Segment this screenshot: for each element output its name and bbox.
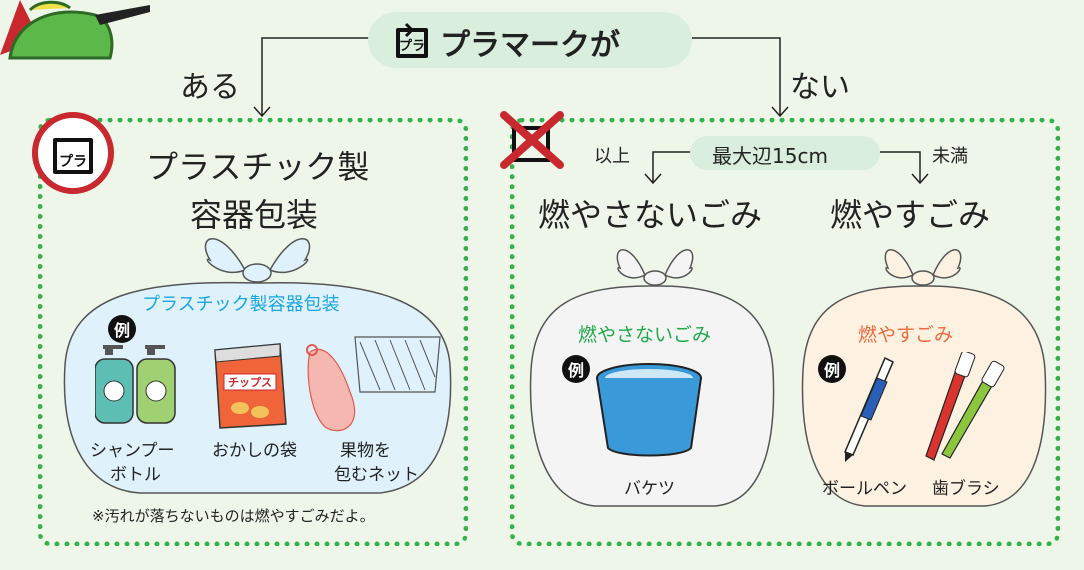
burn-bag-label: 燃やすごみ [858, 324, 954, 346]
example-mark-noburn: 例 [562, 355, 590, 383]
left-dotted-box [38, 118, 468, 546]
no-plamark-icon [500, 111, 564, 169]
under-label: 未満 [932, 146, 968, 167]
plamark-text: プラ [399, 39, 425, 54]
item-shampoo-line2: ボトル [110, 465, 161, 485]
item-net-line2: 包むネット [334, 465, 419, 485]
question-pill [368, 12, 692, 68]
left-title-line1: プラスチック製 [146, 148, 370, 186]
pen-label: ボールペン [822, 479, 907, 499]
ballpoint-pen-icon [844, 356, 894, 462]
question-title: プラマークが [440, 28, 620, 63]
left-title-line2: 容器包装 [190, 196, 319, 234]
item-net-line1: 果物を [340, 441, 391, 461]
plastic-bag-label: プラスチック製容器包装 [142, 294, 340, 315]
mascot-illustration [0, 0, 150, 60]
snack-bag-icon: チップス [214, 343, 287, 429]
size-label: 最大辺15cm [712, 144, 828, 168]
over-label: 以上 [594, 146, 630, 167]
burn-title: 燃やすごみ [830, 196, 991, 234]
svg-text:プラ: プラ [59, 154, 87, 170]
item-snack-bag: おかしの袋 [212, 441, 297, 461]
svg-text:チップス: チップス [228, 375, 272, 389]
plamark-badge-icon: プラ [32, 112, 114, 194]
toothbrush-label: 歯ブラシ [932, 479, 1000, 499]
example-mark-burn: 例 [818, 355, 846, 383]
noburn-title: 燃やさないごみ [538, 196, 763, 234]
bucket-label: バケツ [624, 479, 675, 499]
fruit-net-icon [306, 336, 441, 432]
size-pill [690, 136, 880, 170]
branch-yes-label: ある [180, 70, 240, 105]
right-dotted-box [510, 118, 1060, 546]
toothbrush-icon [925, 352, 1005, 461]
burn-bag-illustration [801, 249, 1047, 507]
note-text: ※汚れが落ちないものは燃やすごみだよ。 [92, 507, 375, 525]
item-shampoo-line1: シャンプー [90, 441, 175, 461]
example-mark-left: 例 [108, 315, 136, 343]
shampoo-bottle-icon [95, 345, 176, 424]
bucket-icon [596, 363, 702, 457]
noburn-bag-label: 燃やさないごみ [578, 324, 712, 346]
branch-no-label: ない [790, 70, 850, 105]
plamark-icon: プラ [396, 22, 428, 58]
